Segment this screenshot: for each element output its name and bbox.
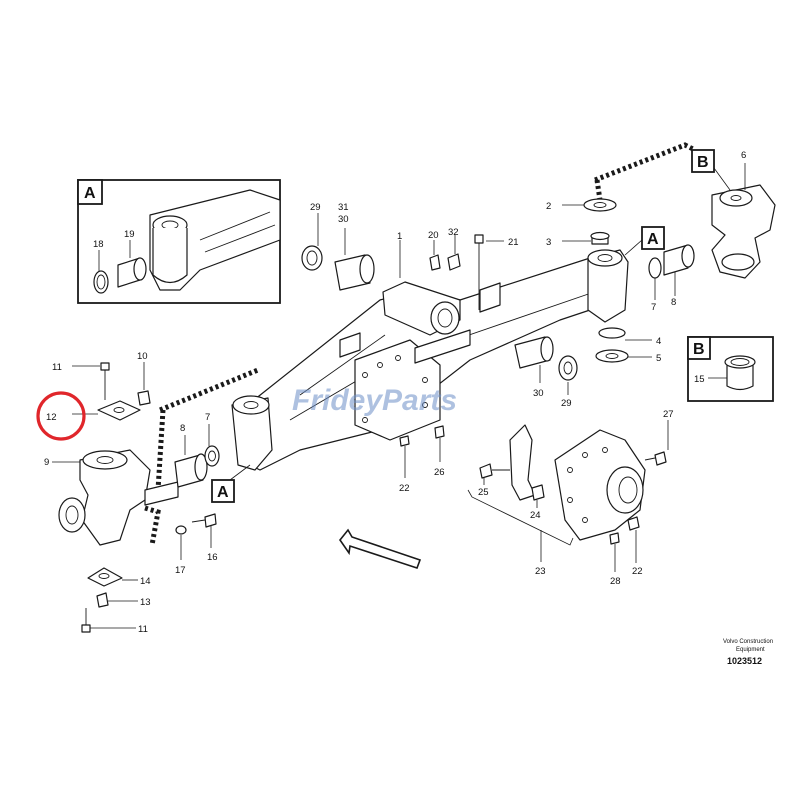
detail-marker-a-left: A xyxy=(217,484,229,501)
seal-7-left xyxy=(204,445,220,467)
detail-inset-b: B 15 xyxy=(687,336,774,402)
callout-6: 6 xyxy=(741,150,746,161)
callout-12: 12 xyxy=(46,412,57,423)
callout-13: 13 xyxy=(140,597,151,608)
seal-29-bottom xyxy=(558,355,578,381)
bottom-cap-14 xyxy=(87,567,123,587)
callout-22-right: 22 xyxy=(632,566,643,577)
callout-17: 17 xyxy=(175,565,186,576)
steering-knuckle-9 xyxy=(79,449,151,546)
pin-24 xyxy=(531,484,545,501)
fitting-13 xyxy=(96,592,109,608)
callout-30-bottom: 30 xyxy=(533,388,544,399)
center-flange xyxy=(354,339,441,441)
bushing-4 xyxy=(598,327,626,339)
bolt-25 xyxy=(479,463,493,479)
highlight-circle xyxy=(36,391,86,441)
inset-seal xyxy=(93,270,109,294)
callout-5: 5 xyxy=(656,353,661,364)
callout-26: 26 xyxy=(434,467,445,478)
credit-line-2: Equipment xyxy=(736,647,765,653)
callout-18: 18 xyxy=(93,239,104,250)
callout-9: 9 xyxy=(44,457,49,468)
callout-23: 23 xyxy=(535,566,546,577)
callout-25: 25 xyxy=(478,487,489,498)
credit-block: Volvo Construction Equipment 1023512 xyxy=(723,639,773,666)
inset-bore-body xyxy=(152,228,188,284)
nut-17 xyxy=(175,525,187,535)
callout-14: 14 xyxy=(140,576,151,587)
callout-2: 2 xyxy=(546,201,551,212)
steering-arm xyxy=(144,481,179,506)
right-kingpin-parts: 2 3 4 5 6 7 8 xyxy=(546,150,776,364)
right-kingpin-boss xyxy=(587,249,629,323)
callout-10: 10 xyxy=(137,351,148,362)
seal-7-right xyxy=(648,257,662,279)
callout-8-left: 8 xyxy=(180,423,185,434)
hatched-boundaries xyxy=(144,142,697,546)
callout-1: 1 xyxy=(397,231,402,242)
bolt-21-head xyxy=(474,234,484,244)
trunnion-bore xyxy=(430,301,460,335)
cover-plate-12 xyxy=(97,400,141,421)
nut-22-right xyxy=(627,516,640,531)
washer-2 xyxy=(583,198,617,212)
callout-32: 32 xyxy=(448,227,459,238)
inset-b-label: B xyxy=(693,341,705,358)
callout-30-top: 30 xyxy=(338,214,349,225)
callout-24: 24 xyxy=(530,510,541,521)
steering-knuckle-6 xyxy=(711,184,776,279)
callout-15: 15 xyxy=(694,374,705,385)
bolt-22-left xyxy=(399,435,410,447)
callout-7-left: 7 xyxy=(205,412,210,423)
mid-right-parts: 30 29 xyxy=(514,336,578,409)
callout-22-left: 22 xyxy=(399,483,410,494)
callout-3: 3 xyxy=(546,237,551,248)
detail-markers: A B A xyxy=(211,149,731,503)
callout-21: 21 xyxy=(508,237,519,248)
detail-marker-a-right: A xyxy=(647,231,659,248)
hub-group: 23 24 25 27 22 28 xyxy=(467,409,674,587)
watermark: FrideyParts xyxy=(292,384,457,417)
left-knuckle-parts: 11 10 12 9 8 7 16 17 14 xyxy=(36,351,220,635)
washer-5 xyxy=(595,349,629,363)
bracket-23 xyxy=(509,424,536,501)
fitting-20 xyxy=(429,254,441,271)
fitting-10 xyxy=(137,390,151,406)
callout-29-top: 29 xyxy=(310,202,321,213)
callout-4: 4 xyxy=(656,336,661,347)
upper-center-parts: 29 31 30 1 20 32 21 xyxy=(301,202,519,310)
direction-arrow xyxy=(339,528,422,569)
callout-20: 20 xyxy=(428,230,439,241)
credit-line-1: Volvo Construction xyxy=(723,639,773,645)
detail-inset-a: A 18 19 xyxy=(77,179,281,304)
detail-marker-b: B xyxy=(697,154,709,171)
callout-31: 31 xyxy=(338,202,349,213)
callout-7-right: 7 xyxy=(651,302,656,313)
seal-29-top xyxy=(301,245,323,271)
callout-28: 28 xyxy=(610,576,621,587)
callout-19: 19 xyxy=(124,229,135,240)
inset-b-bushing xyxy=(726,365,754,391)
callout-27: 27 xyxy=(663,409,674,420)
document-number: 1023512 xyxy=(727,656,762,666)
fitting-32 xyxy=(447,253,461,271)
callout-29-bottom: 29 xyxy=(561,398,572,409)
bolt-27 xyxy=(654,451,667,466)
inset-a-label: A xyxy=(84,185,96,202)
pin-28 xyxy=(609,532,620,545)
callout-11-top: 11 xyxy=(52,362,62,373)
pin-26 xyxy=(434,425,445,439)
axle-housing xyxy=(231,249,629,471)
lower-center-parts: 22 26 xyxy=(339,425,445,569)
inset-a-label-box xyxy=(77,179,103,205)
callout-8-right: 8 xyxy=(671,297,676,308)
callout-11-bottom: 11 xyxy=(138,624,148,635)
callout-16: 16 xyxy=(207,552,218,563)
